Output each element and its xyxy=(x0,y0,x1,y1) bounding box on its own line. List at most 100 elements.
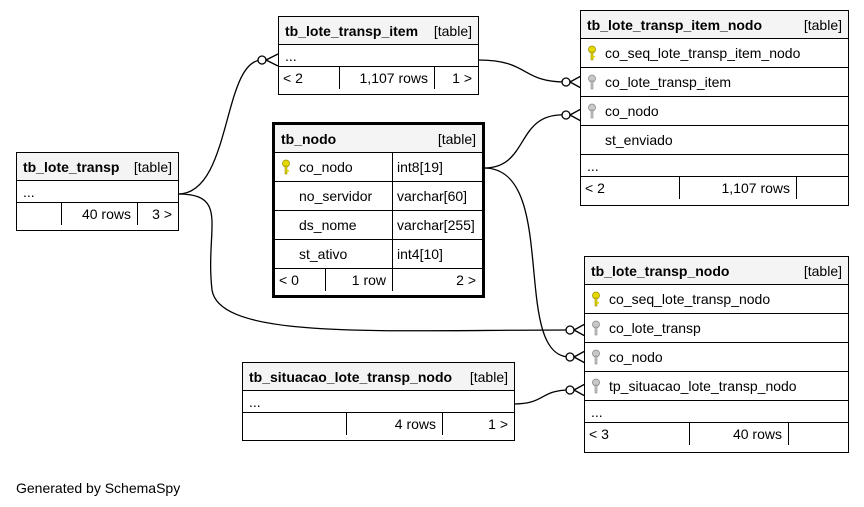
column-name: co_lote_transp_item xyxy=(605,74,732,90)
table-header: tb_lote_transp [table] xyxy=(17,153,178,181)
column-row[interactable]: ds_nome varchar[255] xyxy=(275,211,482,240)
child-count xyxy=(796,177,848,199)
column-row[interactable]: co_nodo int8[19] xyxy=(275,153,482,182)
table-lote-transp-nodo[interactable]: tb_lote_transp_nodo [table] co_seq_lote_… xyxy=(584,256,849,453)
column-name: co_seq_lote_transp_nodo xyxy=(609,291,771,307)
row-count: 1,107 rows xyxy=(339,67,434,89)
edge-end-marker xyxy=(565,385,575,395)
table-lote-transp-item-nodo[interactable]: tb_lote_transp_item_nodo [table] co_seq_… xyxy=(580,10,849,206)
more-columns-ellipsis: ... xyxy=(17,181,178,203)
row-count: 4 rows xyxy=(346,413,442,435)
table-nodo[interactable]: tb_nodo [table] co_nodo int8[19] no_serv… xyxy=(272,122,485,298)
table-situacao-lote-transp-nodo[interactable]: tb_situacao_lote_transp_nodo [table] ...… xyxy=(242,362,515,441)
more-columns-ellipsis: ... xyxy=(279,45,478,67)
table-name: tb_lote_transp xyxy=(23,158,120,175)
edge-nodo-to-item-nodo xyxy=(483,114,567,169)
primary-key-icon xyxy=(275,159,297,175)
parent-count xyxy=(243,413,346,435)
edge-item-to-item-nodo xyxy=(477,59,567,83)
edge-situacao-to-lote-transp-nodo xyxy=(513,389,571,405)
column-type: int4[10] xyxy=(392,240,482,268)
crowfoot-marker xyxy=(573,323,586,337)
edge-end-marker xyxy=(565,352,575,362)
table-footer: < 2 1,107 rows xyxy=(581,177,848,199)
table-name: tb_nodo xyxy=(281,130,337,147)
column-row[interactable]: co_seq_lote_transp_item_nodo xyxy=(581,39,848,68)
crowfoot-marker xyxy=(569,108,582,122)
column-type: varchar[255] xyxy=(392,211,482,239)
child-count: 1 > xyxy=(434,67,478,89)
column-name: ds_nome xyxy=(299,217,357,233)
column-name: co_nodo xyxy=(299,159,353,175)
crowfoot-marker xyxy=(569,75,582,89)
column-row[interactable]: co_seq_lote_transp_nodo xyxy=(585,285,848,314)
child-count xyxy=(788,423,848,445)
table-kind: [table] xyxy=(803,16,842,33)
table-lote-transp-item[interactable]: tb_lote_transp_item [table] ... < 2 1,10… xyxy=(278,16,479,95)
edge-nodo-to-lote-transp-nodo xyxy=(483,167,571,358)
edge-lote-transp-to-nodo xyxy=(177,193,569,332)
table-footer: 40 rows 3 > xyxy=(17,203,178,225)
column-row[interactable]: co_lote_transp xyxy=(585,314,848,343)
edge-end-marker xyxy=(561,77,571,87)
table-name: tb_situacao_lote_transp_nodo xyxy=(249,368,453,385)
table-kind: [table] xyxy=(433,22,472,39)
column-type: varchar[60] xyxy=(392,182,482,210)
child-count: 2 > xyxy=(392,269,482,291)
table-kind: [table] xyxy=(133,158,172,175)
row-count: 40 rows xyxy=(61,203,137,225)
table-header: tb_lote_transp_item [table] xyxy=(279,17,478,45)
column-name: co_nodo xyxy=(609,349,663,365)
table-footer: 4 rows 1 > xyxy=(243,413,514,435)
more-columns-ellipsis: ... xyxy=(585,401,848,423)
row-count: 40 rows xyxy=(689,423,788,445)
column-row[interactable]: co_lote_transp_item xyxy=(581,68,848,97)
edge-end-marker xyxy=(257,55,267,65)
child-count: 3 > xyxy=(137,203,178,225)
row-count: 1 row xyxy=(325,269,392,291)
column-name: st_ativo xyxy=(299,246,348,262)
table-header: tb_nodo [table] xyxy=(275,125,482,153)
row-count: 1,107 rows xyxy=(679,177,796,199)
parent-count: < 0 xyxy=(279,272,299,288)
edge-lote-transp-to-item xyxy=(177,59,263,195)
more-columns-ellipsis: ... xyxy=(243,391,514,413)
primary-key-icon xyxy=(585,291,607,307)
table-name: tb_lote_transp_nodo xyxy=(591,262,730,279)
parent-count xyxy=(17,203,61,225)
column-row[interactable]: co_nodo xyxy=(581,97,848,126)
column-name: no_servidor xyxy=(299,188,373,204)
foreign-key-icon xyxy=(585,320,607,336)
parent-count: < 2 xyxy=(283,70,303,86)
column-name: co_nodo xyxy=(605,103,659,119)
table-kind: [table] xyxy=(803,262,842,279)
table-footer: < 2 1,107 rows 1 > xyxy=(279,67,478,89)
column-name: tp_situacao_lote_transp_nodo xyxy=(609,378,797,394)
column-name: st_enviado xyxy=(605,132,673,148)
column-row[interactable]: co_nodo xyxy=(585,343,848,372)
table-footer: < 0 1 row 2 > xyxy=(275,269,482,291)
table-footer: < 3 40 rows xyxy=(585,423,848,445)
column-row[interactable]: st_ativo int4[10] xyxy=(275,240,482,269)
edge-end-marker xyxy=(565,325,575,335)
column-name: co_seq_lote_transp_item_nodo xyxy=(605,45,801,61)
column-row[interactable]: no_servidor varchar[60] xyxy=(275,182,482,211)
column-type: int8[19] xyxy=(392,153,482,181)
table-lote-transp[interactable]: tb_lote_transp [table] ... 40 rows 3 > xyxy=(16,152,179,231)
column-name: co_lote_transp xyxy=(609,320,701,336)
foreign-key-icon xyxy=(581,103,603,119)
primary-key-icon xyxy=(581,45,603,61)
foreign-key-icon xyxy=(581,74,603,90)
foreign-key-icon xyxy=(585,349,607,365)
table-header: tb_lote_transp_item_nodo [table] xyxy=(581,11,848,39)
crowfoot-marker xyxy=(265,53,279,67)
table-name: tb_lote_transp_item xyxy=(285,22,419,39)
crowfoot-marker xyxy=(573,383,586,397)
parent-count: < 3 xyxy=(589,426,609,442)
column-row[interactable]: tp_situacao_lote_transp_nodo xyxy=(585,372,848,401)
more-columns-ellipsis: ... xyxy=(581,155,848,177)
column-row[interactable]: st_enviado xyxy=(581,126,848,155)
child-count: 1 > xyxy=(442,413,514,435)
edge-end-marker xyxy=(561,110,571,120)
